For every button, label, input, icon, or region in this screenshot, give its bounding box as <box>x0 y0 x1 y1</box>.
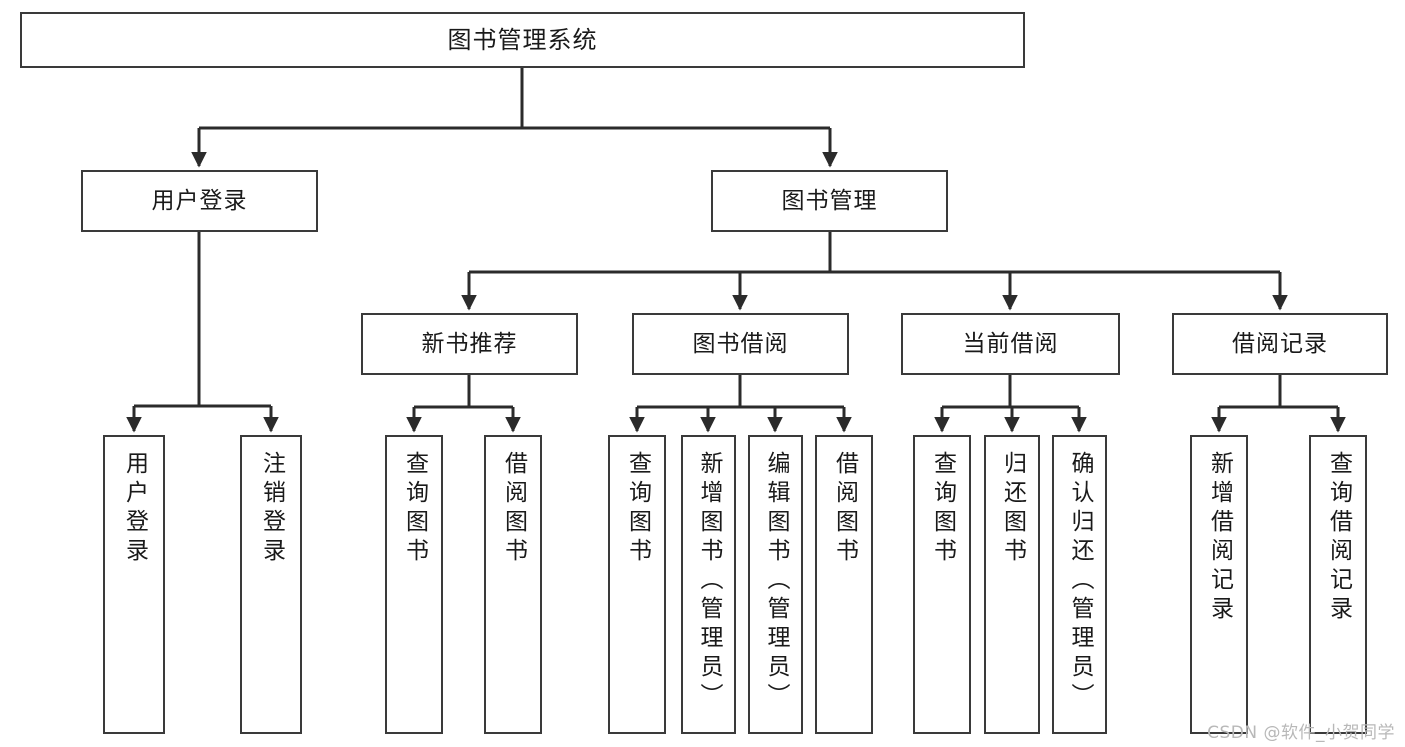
node-book-borrow[interactable]: 图书借阅 <box>632 313 849 375</box>
leaf-user-login[interactable]: 用户登录 <box>103 435 165 734</box>
leaf-borrow-add-book-admin[interactable]: 新增图书（管理员） <box>681 435 736 734</box>
leaf-label: 编辑图书（管理员） <box>763 451 789 712</box>
leaf-records-add-record[interactable]: 新增借阅记录 <box>1190 435 1248 734</box>
leaf-borrow-query-book[interactable]: 查询图书 <box>608 435 666 734</box>
leaf-records-query-record[interactable]: 查询借阅记录 <box>1309 435 1367 734</box>
leaf-label: 借阅图书 <box>500 451 527 567</box>
leaf-label: 新增借阅记录 <box>1206 451 1233 625</box>
leaf-label: 新增图书（管理员） <box>696 451 722 712</box>
leaf-current-return-book[interactable]: 归还图书 <box>984 435 1040 734</box>
leaf-user-logout[interactable]: 注销登录 <box>240 435 302 734</box>
leaf-current-query-book[interactable]: 查询图书 <box>913 435 971 734</box>
leaf-label: 确认归还（管理员） <box>1067 451 1093 712</box>
leaf-label: 查询图书 <box>401 451 428 567</box>
csdn-watermark: CSDN @软件_小贺同学 <box>1207 723 1395 743</box>
leaf-newbook-borrow-book[interactable]: 借阅图书 <box>484 435 542 734</box>
leaf-label: 用户登录 <box>121 451 148 567</box>
node-new-book-recommend[interactable]: 新书推荐 <box>361 313 578 375</box>
node-borrow-records[interactable]: 借阅记录 <box>1172 313 1388 375</box>
leaf-label: 借阅图书 <box>831 451 858 567</box>
node-user-login[interactable]: 用户登录 <box>81 170 318 232</box>
leaf-label: 注销登录 <box>258 451 285 567</box>
leaf-label: 查询图书 <box>929 451 956 567</box>
leaf-borrow-edit-book-admin[interactable]: 编辑图书（管理员） <box>748 435 803 734</box>
leaf-borrow-lend-book[interactable]: 借阅图书 <box>815 435 873 734</box>
leaf-current-confirm-return-admin[interactable]: 确认归还（管理员） <box>1052 435 1107 734</box>
leaf-label: 查询借阅记录 <box>1325 451 1352 625</box>
node-root-system[interactable]: 图书管理系统 <box>20 12 1025 68</box>
node-book-management[interactable]: 图书管理 <box>711 170 948 232</box>
node-current-borrow[interactable]: 当前借阅 <box>901 313 1120 375</box>
leaf-newbook-query-book[interactable]: 查询图书 <box>385 435 443 734</box>
leaf-label: 查询图书 <box>624 451 651 567</box>
leaf-label: 归还图书 <box>999 451 1026 567</box>
